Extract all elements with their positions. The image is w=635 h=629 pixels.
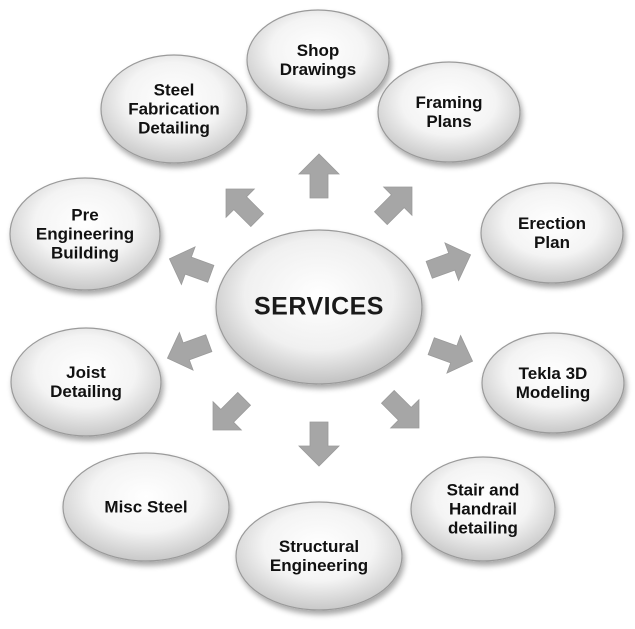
node-misc-steel-label: Misc Steel [104,498,187,517]
arrow-shape [225,188,265,228]
label-line: Misc Steel [104,497,188,517]
label-line: Detailing [138,118,210,138]
connector-arrow [427,334,474,374]
arrow-shape [298,421,340,467]
label-line: Plans [426,112,472,131]
node-stair-handrail-detailing [410,456,556,562]
node-structural-engineering [235,501,403,611]
connector-arrow [168,246,215,286]
label-line: Modeling [515,383,591,402]
connector-arrow [225,188,265,228]
label-line: Plan [534,233,570,252]
label-line: Structural [278,537,360,556]
arrow-shape [380,389,420,429]
arrow-shape [373,186,413,226]
label-line: Steel [153,80,195,100]
connector-arrow [212,391,252,431]
label-line: Joist [66,363,106,382]
center-node [215,229,423,385]
label-line: Detailing [50,382,122,401]
label-line: Stair and [446,480,520,500]
arrow-shape [427,334,474,374]
node-misc-steel [62,452,230,562]
connector-arrow [373,186,413,226]
label-line: Engineering [35,224,135,244]
connector-arrow [166,331,213,371]
node-shop-drawings [246,9,390,111]
node-tekla-3d-modeling [481,332,625,434]
label-line: Fabrication [128,99,220,119]
connector-arrow [425,242,472,282]
nodes-layer [9,9,625,611]
label-line: Tekla 3D [518,364,588,383]
label-line: Building [51,243,119,263]
arrows-layer [166,153,474,467]
label-line: Framing [415,93,483,112]
label-line: Erection [517,214,587,233]
node-pre-engineering-building [9,177,161,291]
label-line: Shop [296,41,340,60]
node-joist-detailing [10,327,162,437]
center-node-label: SERVICES [254,292,384,321]
connector-arrow [380,389,420,429]
arrow-shape [425,242,472,282]
node-framing-plans [377,61,521,163]
connector-arrow [298,153,340,199]
label-line: detailing [448,518,518,538]
arrow-shape [298,153,340,199]
node-erection-plan [480,182,624,284]
arrow-shape [212,391,252,431]
arrow-shape [166,331,213,371]
node-steel-fabrication-detailing [100,54,248,164]
connector-arrow [298,421,340,467]
label-line: Drawings [279,60,357,79]
label-line: Pre [71,205,99,225]
label-line: Engineering [269,556,369,575]
label-line: Handrail [448,499,518,519]
arrow-shape [168,246,215,286]
